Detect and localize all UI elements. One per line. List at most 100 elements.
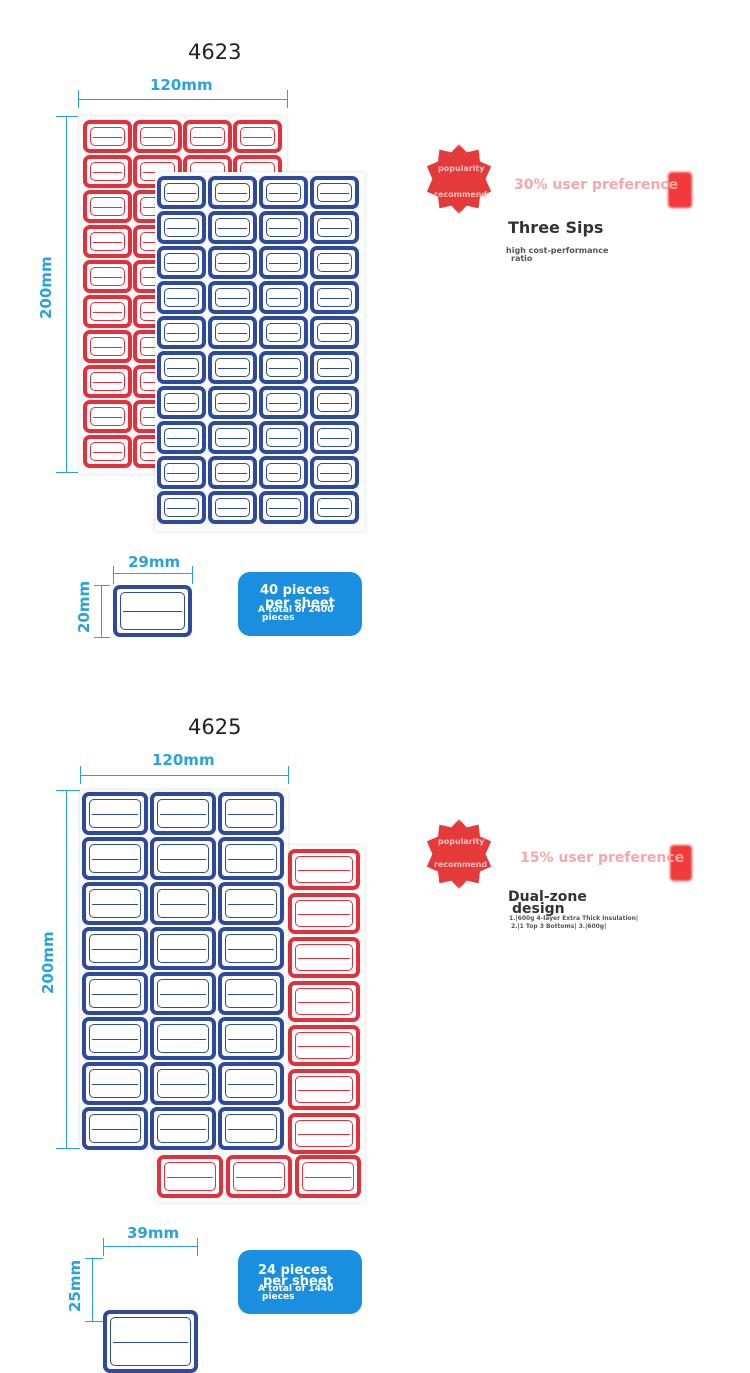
blue-label xyxy=(218,972,284,1015)
red-label xyxy=(288,981,360,1022)
width-dimension-line xyxy=(78,99,288,100)
red-label xyxy=(133,120,182,153)
label-width-tick-left xyxy=(113,566,114,584)
model-number: 4623 xyxy=(188,40,242,64)
red-label xyxy=(83,190,132,223)
label-height-tick-bottom xyxy=(85,1321,103,1322)
blue-label xyxy=(208,246,257,279)
blue-label xyxy=(82,927,148,970)
blue-label xyxy=(310,246,359,279)
product-name: Three Sips xyxy=(508,218,604,237)
blue-label xyxy=(310,421,359,454)
label-height-tick-top xyxy=(94,585,110,586)
width-dimension-tick-right xyxy=(287,90,288,108)
red-label xyxy=(83,155,132,188)
label-width-tick-left xyxy=(103,1238,104,1256)
pill-line-2: per sheet xyxy=(265,596,335,611)
blue-label xyxy=(150,972,216,1015)
height-dimension-tick-bottom xyxy=(56,1148,80,1149)
blue-label xyxy=(157,456,206,489)
red-label xyxy=(288,1025,360,1066)
label-height-tick-bottom xyxy=(94,637,110,638)
red-label xyxy=(183,120,232,153)
label-height-label: 25mm xyxy=(66,1259,84,1312)
product-note-2: 2.|1 Top 3 Bottoms| 3.|600g| xyxy=(511,923,607,930)
blue-label xyxy=(150,1017,216,1060)
blue-label xyxy=(259,316,308,349)
blue-label xyxy=(208,211,257,244)
blue-label xyxy=(82,882,148,925)
blue-label xyxy=(218,1062,284,1105)
blue-label xyxy=(208,386,257,419)
label-width-tick-right xyxy=(192,566,193,584)
product-name-line-1: Dual-zone xyxy=(508,889,587,905)
product-note-1: 1.|600g 4-layer Extra Thick Insulation| xyxy=(509,915,639,922)
red-label xyxy=(83,330,132,363)
blue-label xyxy=(259,386,308,419)
width-dimension-tick-right xyxy=(288,766,289,784)
red-label xyxy=(83,365,132,398)
recommend-badge: popularity recommend 30% user preference… xyxy=(416,142,706,272)
blue-label xyxy=(218,882,284,925)
blue-label xyxy=(150,1062,216,1105)
blue-label xyxy=(259,351,308,384)
blue-label xyxy=(157,491,206,524)
height-dimension-tick-top xyxy=(56,790,80,791)
blue-label xyxy=(259,456,308,489)
red-marker xyxy=(668,172,692,208)
red-marker xyxy=(670,845,692,881)
red-label xyxy=(288,849,360,890)
height-dimension-tick-top xyxy=(56,116,78,117)
red-label xyxy=(233,120,282,153)
blue-label xyxy=(82,837,148,880)
height-dimension-line xyxy=(66,790,67,1148)
blue-label xyxy=(218,1107,284,1150)
blue-label xyxy=(218,1017,284,1060)
model-number: 4625 xyxy=(188,715,242,739)
pill-line-1: 40 pieces xyxy=(260,583,330,598)
blue-label xyxy=(218,927,284,970)
product-name-line-2: design xyxy=(512,901,565,917)
sheet-width-label: 120mm xyxy=(150,76,213,94)
blue-label xyxy=(82,1107,148,1150)
red-label xyxy=(288,1069,360,1110)
blue-label xyxy=(150,927,216,970)
red-label xyxy=(83,295,132,328)
blue-label xyxy=(208,421,257,454)
blue-label xyxy=(259,246,308,279)
starburst-icon xyxy=(426,144,492,214)
pill-line-4: pieces xyxy=(262,1292,295,1302)
red-label xyxy=(83,260,132,293)
red-label xyxy=(83,225,132,258)
label-width-line xyxy=(113,573,193,574)
blue-label xyxy=(157,316,206,349)
blue-label-sheet xyxy=(80,790,288,1150)
single-label-sample xyxy=(103,1310,198,1373)
blue-label xyxy=(157,386,206,419)
blue-label xyxy=(150,882,216,925)
blue-label xyxy=(150,792,216,835)
red-label xyxy=(83,120,132,153)
blue-label xyxy=(82,1017,148,1060)
blue-label xyxy=(157,211,206,244)
label-height-line xyxy=(101,585,102,637)
preference-text: 30% user preference xyxy=(514,177,679,193)
red-label xyxy=(157,1155,223,1198)
width-dimension-tick-left xyxy=(78,90,79,108)
width-dimension-line xyxy=(80,775,289,776)
blue-label xyxy=(82,792,148,835)
sheet-width-label: 120mm xyxy=(152,751,215,769)
blue-label xyxy=(310,491,359,524)
product-note-1: high cost-performance xyxy=(506,246,609,255)
height-dimension-line xyxy=(66,116,67,472)
blue-label xyxy=(157,176,206,209)
blue-label xyxy=(157,351,206,384)
blue-label xyxy=(218,837,284,880)
badge-tag-recommend: recommend xyxy=(434,860,488,869)
preference-text: 15% user preference xyxy=(520,850,685,866)
blue-label xyxy=(310,386,359,419)
sheet-height-label: 200mm xyxy=(37,256,55,319)
blue-label xyxy=(208,316,257,349)
label-width-line xyxy=(103,1246,198,1247)
blue-label xyxy=(259,211,308,244)
